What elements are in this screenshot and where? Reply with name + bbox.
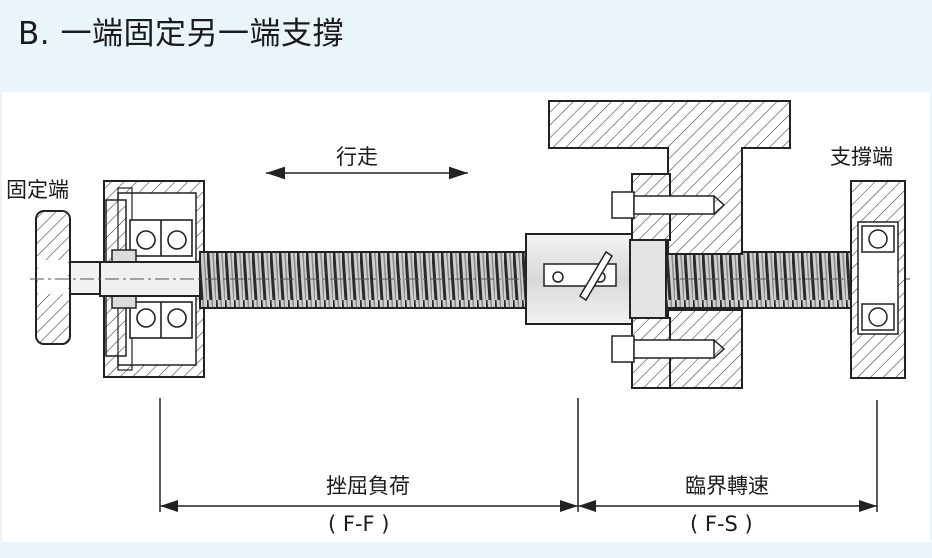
critical-mode-label: ( F-S ) xyxy=(690,512,753,536)
mounting-bolts xyxy=(611,191,726,363)
diagram-title: B. 一端固定另一端支撐 xyxy=(18,16,344,52)
support-end-label: 支撐端 xyxy=(830,145,893,169)
moving-table xyxy=(548,100,791,389)
critical-speed-label: 臨界轉速 xyxy=(685,474,769,498)
travel-label: 行走 xyxy=(336,145,378,169)
buckling-load-label: 挫屈負荷 xyxy=(326,474,410,498)
handwheel xyxy=(35,210,107,345)
buckling-mode-label: ( F-F ) xyxy=(328,512,390,536)
ball-nut xyxy=(525,233,667,325)
fixed-end-label: 固定端 xyxy=(6,178,69,202)
fixed-end-bearings xyxy=(129,219,193,339)
support-end-housing xyxy=(850,180,906,379)
dimension-lines xyxy=(159,398,878,512)
